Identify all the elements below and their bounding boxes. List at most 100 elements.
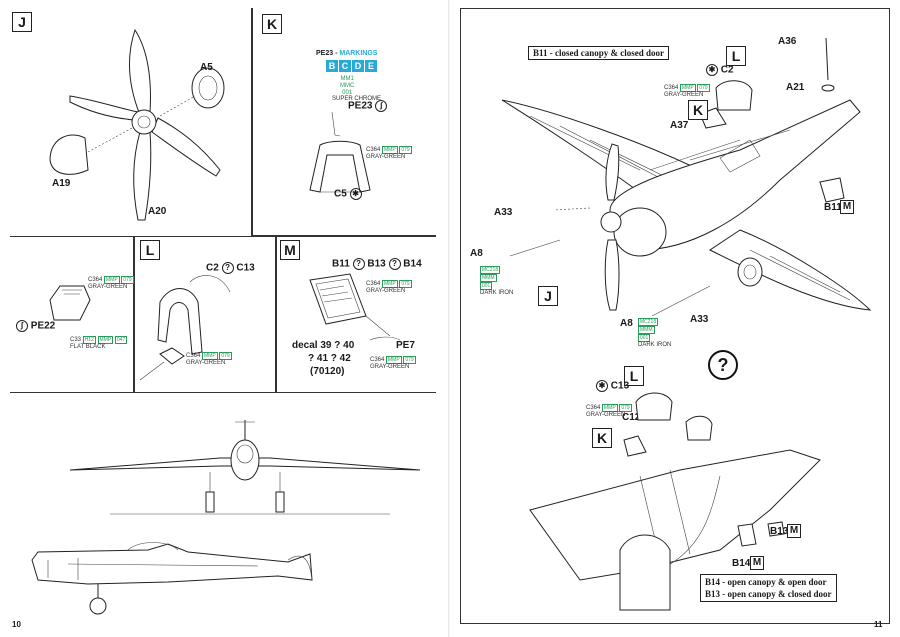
paint-chip: MC218 xyxy=(480,266,501,274)
paint-name: GRAY-GREEN xyxy=(366,288,406,294)
label-a21: A21 xyxy=(786,82,805,93)
paint-gray-green-bottom: C364 MMP 079 GRAY-GREEN xyxy=(586,404,632,419)
note-b11: B11 - closed canopy & closed door xyxy=(528,46,670,60)
page-number-right: 11 xyxy=(874,620,883,629)
c2-text: C2 xyxy=(206,262,219,274)
paint-name: GRAY-GREEN xyxy=(88,284,128,290)
paint-chip: MMC xyxy=(340,83,355,89)
label-c12: C12 xyxy=(622,412,641,423)
seat-back-drawing xyxy=(49,285,91,321)
decal-line-1: decal 39 ? 40 xyxy=(292,340,355,351)
label-pe22: ʃ PE22 xyxy=(16,320,55,332)
paint-name: GRAY-GREEN xyxy=(366,154,406,160)
b13-text: B13 xyxy=(367,258,386,270)
remove-icon: ✱ xyxy=(349,188,362,200)
canopy-frame-drawing xyxy=(139,275,231,381)
paint-chip: 079 xyxy=(399,146,412,154)
paint-chip: MMM xyxy=(638,326,655,334)
label-c2-c13: C2 ? C13 xyxy=(206,262,255,274)
markings-word: MARKINGS xyxy=(339,50,378,57)
paint-chip: MC218 xyxy=(638,318,659,326)
paint-chip: 079 xyxy=(619,404,632,412)
paint-chip: MM1 xyxy=(340,76,354,82)
bend-icon: ʃ xyxy=(16,320,28,332)
c2-text: C2 xyxy=(720,64,734,76)
decal-line-3: (70120) xyxy=(310,366,345,377)
step-ref-k-bottom: K xyxy=(592,428,612,448)
fuselage-open-canopy xyxy=(529,392,821,611)
panel-l xyxy=(134,236,276,392)
paint-chip: 079 xyxy=(403,356,416,364)
door-drawing xyxy=(309,273,401,341)
paint-code: C364 xyxy=(370,357,385,363)
paint-chip: 079 xyxy=(697,84,710,92)
marking-letter: E xyxy=(365,60,377,72)
label-a8-left: A8 xyxy=(470,248,483,259)
label-b13: B13 xyxy=(770,526,788,537)
paint-chip: MMP xyxy=(382,280,398,288)
aircraft-front-view xyxy=(69,420,421,515)
paint-name: GRAY-GREEN xyxy=(370,364,410,370)
paint-name: SUPER CHROME xyxy=(332,96,382,102)
paint-code: C33 xyxy=(70,337,82,343)
paint-chip: MMP xyxy=(97,336,114,344)
paint-gray-green-row2: C364 MMP 079 GRAY-GREEN xyxy=(88,276,134,291)
step-l-badge: L xyxy=(140,240,160,260)
paint-code: C364 xyxy=(366,147,381,153)
c5-text: C5 xyxy=(334,188,347,200)
instruction-page-10: J A5 A19 A20 K PE23 - MARKINGS B C D E M… xyxy=(10,8,436,629)
paint-gray-green-top: C364 MMP 079 GRAY-GREEN xyxy=(664,84,710,99)
label-a20: A20 xyxy=(148,206,167,217)
paint-chip: 079 xyxy=(121,276,134,284)
paint-name: GRAY-GREEN xyxy=(586,412,626,418)
label-c5: C5 ✱ xyxy=(334,188,362,200)
paint-dark-iron-bottom: MC218 MMM 001 DARK IRON xyxy=(638,318,671,349)
b11-text: B11 xyxy=(332,258,350,270)
paint-name: FLAT BLACK xyxy=(70,344,106,350)
paint-chip: 001 xyxy=(638,334,651,342)
paint-chip: 047 xyxy=(114,336,128,344)
step-m-badge: M xyxy=(280,240,300,260)
panel-k xyxy=(252,8,436,236)
marking-letter: C xyxy=(339,60,351,72)
decal-line-2: ? 41 ? 42 xyxy=(308,353,351,364)
paint-chip: MMP xyxy=(104,276,120,284)
panel-m xyxy=(276,236,436,392)
note-b13: B13 - open canopy & closed door xyxy=(705,589,832,599)
paint-chip: 079 xyxy=(219,352,232,360)
label-c13: ✱ C13 xyxy=(596,380,629,392)
bend-icon: ʃ xyxy=(375,100,388,112)
step-k-badge: K xyxy=(262,14,282,34)
label-a19: A19 xyxy=(52,178,71,189)
instruction-page-11: B11 - closed canopy & closed door xyxy=(450,0,900,637)
paint-gray-green-m1: C364 MMP 079 GRAY-GREEN xyxy=(366,280,412,295)
paint-super-chrome-name: SUPER CHROME xyxy=(332,96,381,103)
label-a33-bottom: A33 xyxy=(690,314,709,325)
paint-code: C364 xyxy=(88,277,103,283)
paint-gray-green-k: C364 MMP 079 GRAY-GREEN xyxy=(366,146,412,161)
step-ref-k-top: K xyxy=(688,100,708,120)
b11-text: B11 xyxy=(824,202,842,213)
paint-chip: MMP xyxy=(386,356,402,364)
label-pe7: PE7 xyxy=(396,340,415,351)
c13-text: C13 xyxy=(610,380,630,392)
paint-gray-green-l: C364 MMP 079 GRAY-GREEN xyxy=(186,352,232,367)
label-c2: ✱ C2 xyxy=(706,64,734,76)
aircraft-side-view xyxy=(31,542,313,615)
b14-text: B14 xyxy=(732,558,751,569)
marking-letters: B C D E xyxy=(326,60,377,72)
b13-text: B13 xyxy=(770,526,789,537)
pe23-text: PE23 xyxy=(348,100,373,112)
paint-chip: H12 xyxy=(82,336,96,344)
label-a8-bottom: A8 xyxy=(620,318,633,329)
paint-flat-black: C33 H12 MMP 047 FLAT BLACK xyxy=(70,336,128,351)
step-ref-m-b11: M xyxy=(840,200,854,214)
pe22-text: PE22 xyxy=(30,320,56,332)
propeller-drawing xyxy=(49,28,225,221)
step-ref-l-bottom: L xyxy=(624,366,644,386)
paint-chip: 079 xyxy=(399,280,412,288)
label-a5: A5 xyxy=(200,62,213,73)
label-pe23: PE23 ʃ xyxy=(348,100,388,112)
remove-icon: ✱ xyxy=(706,64,718,76)
paint-gray-green-m2: C364 MMP 079 GRAY-GREEN xyxy=(370,356,416,371)
